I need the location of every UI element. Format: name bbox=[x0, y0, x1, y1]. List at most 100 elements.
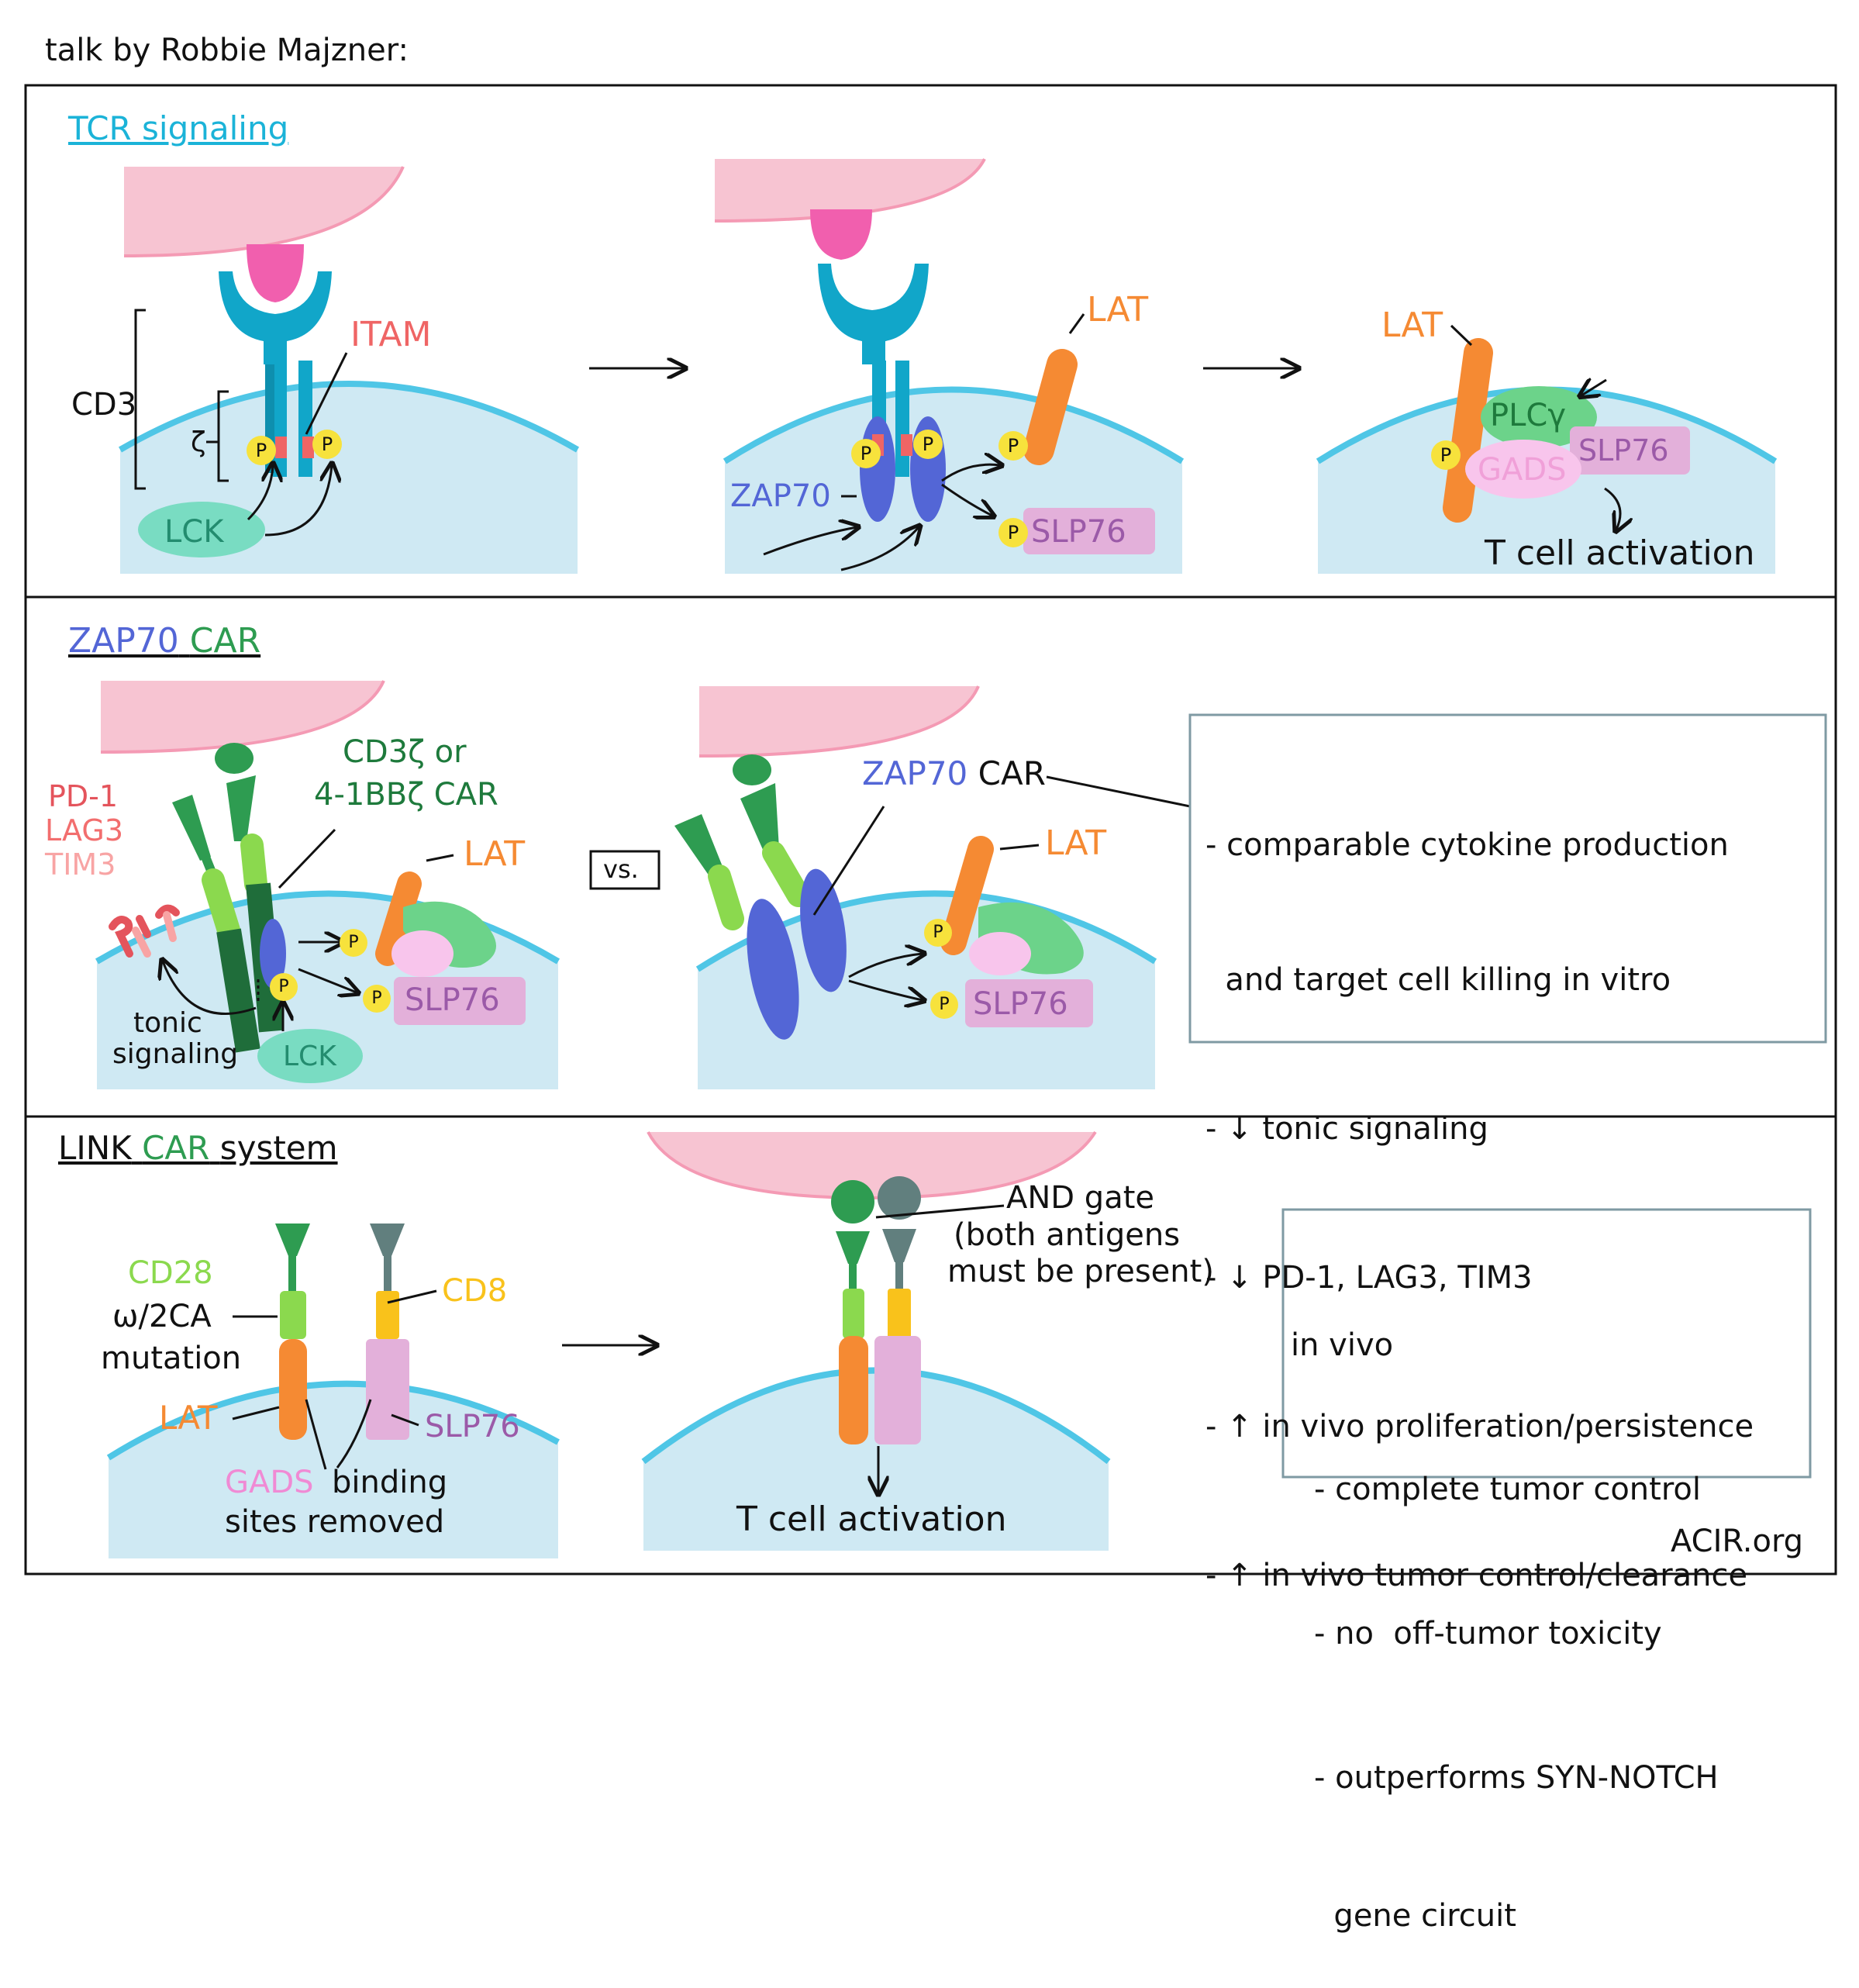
cd8-label: CD8 bbox=[442, 1273, 508, 1309]
phosphate: P bbox=[312, 430, 342, 459]
slp76-zapcar bbox=[965, 979, 1093, 1027]
car2-binder bbox=[226, 775, 256, 841]
binding-label: binding bbox=[332, 1465, 448, 1500]
antigen-mhc bbox=[247, 244, 304, 302]
gads-label: GADS bbox=[1478, 452, 1567, 488]
car1-hinge bbox=[202, 868, 240, 942]
car1-tail bbox=[216, 928, 260, 1053]
link-car-slp76 bbox=[366, 1339, 409, 1440]
phosphate: P bbox=[247, 436, 276, 465]
zap-arrow-lat bbox=[941, 464, 1000, 482]
gads bbox=[1465, 440, 1581, 499]
lat-car-left bbox=[375, 871, 422, 966]
phosphate: P bbox=[340, 929, 367, 957]
lat-zapcar-pointer bbox=[999, 844, 1040, 851]
antigen-zapcar bbox=[733, 754, 771, 785]
lag3-label: LAG3 bbox=[45, 813, 123, 847]
car-label-line1: CD3ζ or bbox=[343, 734, 467, 770]
and-car2-binder bbox=[882, 1229, 916, 1262]
lat-car-left-pointer bbox=[426, 854, 454, 862]
zapcar-notes-box bbox=[1188, 713, 1827, 1044]
lck-car bbox=[257, 1029, 363, 1083]
tim3-receptors bbox=[132, 911, 177, 958]
link-car-cd8 bbox=[376, 1291, 399, 1339]
zap-in-arrow-1 bbox=[763, 527, 857, 556]
itam-1 bbox=[275, 437, 287, 458]
lck-car-label: LCK bbox=[283, 1041, 336, 1072]
slp76-right-label: SLP76 bbox=[1578, 433, 1669, 468]
zap70-left bbox=[860, 416, 895, 522]
and-gate-label-3: must be present) bbox=[947, 1254, 1214, 1289]
slp76-car-left-label: SLP76 bbox=[405, 982, 500, 1018]
mutation-label: mutation bbox=[101, 1341, 242, 1376]
pd1-label: PD-1 bbox=[48, 779, 119, 813]
panel3-title: LINK CAR system bbox=[58, 1132, 338, 1165]
itam-label: ITAM bbox=[350, 315, 432, 354]
lat-mid bbox=[1023, 349, 1078, 465]
link-note: gene circuit bbox=[1314, 1898, 1516, 1934]
slp76-car-left bbox=[394, 977, 526, 1025]
panel2-target-cell-2 bbox=[698, 685, 980, 758]
panel3-title-car: CAR bbox=[142, 1129, 210, 1167]
outer-frame bbox=[24, 84, 1837, 1576]
lck-blob bbox=[138, 502, 265, 557]
link-car-lat-binder bbox=[275, 1224, 310, 1256]
zapcar-label-zap70: ZAP70 bbox=[862, 754, 968, 792]
zapcar-arrow-lat bbox=[848, 954, 923, 978]
lat-mid-pointer bbox=[1068, 313, 1085, 334]
tonic-label-2: signaling bbox=[112, 1038, 239, 1070]
phosphate: P bbox=[851, 439, 881, 468]
gads-car-left bbox=[391, 930, 454, 977]
zapcar-note: - ↓ PD-1, LAG3, TIM3 bbox=[1205, 1260, 1533, 1296]
tonic-label-1: tonic bbox=[133, 1007, 202, 1039]
link-note: - complete tumor control bbox=[1314, 1472, 1701, 1507]
panel3-cell-1 bbox=[106, 1380, 560, 1558]
and-car2-slp76 bbox=[874, 1336, 921, 1444]
panel2-target-cell-1 bbox=[100, 680, 385, 754]
car2-hinge bbox=[240, 834, 267, 896]
and-gate-pointer bbox=[875, 1204, 1005, 1219]
plc-gamma bbox=[1481, 386, 1597, 448]
zap-arrow-slp bbox=[941, 483, 992, 516]
page-title: talk by Robbie Majzner: bbox=[45, 33, 409, 68]
pd1-receptors bbox=[109, 904, 180, 958]
cd8-pointer bbox=[387, 1289, 437, 1304]
and-car1-binder bbox=[836, 1231, 870, 1264]
lat-right bbox=[1443, 338, 1493, 523]
zapcar-note: - ↑ in vivo tumor control/clearance bbox=[1205, 1558, 1748, 1593]
activation-arrow bbox=[1604, 487, 1620, 530]
phosphate: P bbox=[924, 919, 952, 947]
zapcar-pointer bbox=[812, 806, 885, 916]
itam-4 bbox=[901, 434, 912, 456]
panel3-title-link: LINK bbox=[58, 1129, 132, 1167]
panel2-title-car: CAR bbox=[189, 621, 261, 661]
zapcar2-zap70 bbox=[800, 868, 847, 992]
phosphate: P bbox=[1431, 440, 1461, 470]
link-note: - no off-tumor toxicity bbox=[1314, 1616, 1662, 1651]
activation-label: T cell activation bbox=[1485, 533, 1755, 573]
car-label-line2: 4-1BBζ CAR bbox=[314, 777, 498, 813]
zapcar-note: - comparable cytokine production bbox=[1205, 827, 1729, 863]
zapcar1-hinge bbox=[708, 865, 744, 930]
car-label-pointer bbox=[278, 828, 336, 889]
link-notes-box bbox=[1281, 1208, 1812, 1479]
plc-label: PLCγ bbox=[1490, 398, 1567, 433]
phosphate: P bbox=[930, 991, 958, 1019]
w2ca-label: ω/2CA bbox=[112, 1299, 212, 1334]
phosphate: P bbox=[998, 431, 1028, 461]
lat-zapcar-label: LAT bbox=[1045, 823, 1107, 863]
gads-zapcar bbox=[969, 932, 1031, 975]
vs-box bbox=[589, 850, 660, 890]
zapcar1-binder bbox=[674, 814, 725, 876]
zapcar-note: - ↑ in vivo proliferation/persistence bbox=[1205, 1409, 1754, 1444]
and-gate-label-1: AND gate bbox=[1006, 1180, 1154, 1216]
car-arrow-slp bbox=[298, 968, 357, 992]
car1-binder bbox=[172, 795, 211, 861]
panel1-target-cell-1 bbox=[123, 166, 405, 257]
sites-label: sites removed bbox=[225, 1504, 445, 1540]
panel2-title-zap70: ZAP70 bbox=[68, 621, 179, 661]
phosphate: P bbox=[270, 973, 298, 1001]
link-car-lat bbox=[279, 1339, 307, 1440]
panel3-title-system: system bbox=[219, 1129, 338, 1167]
phosphate: P bbox=[363, 985, 391, 1013]
